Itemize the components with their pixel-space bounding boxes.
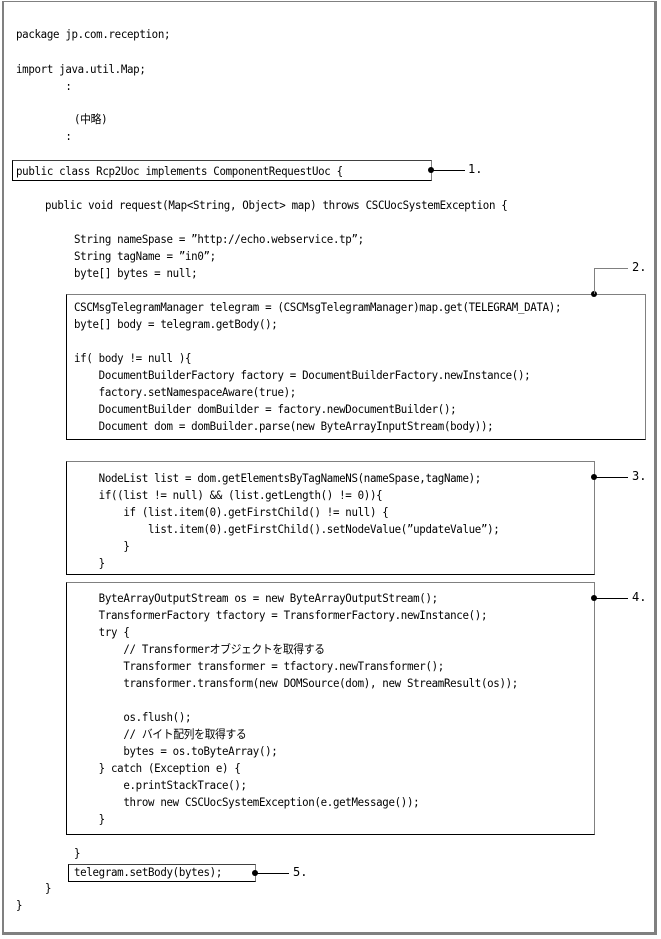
code-line: TransformerFactory tfactory = Transforme… xyxy=(74,608,488,622)
code-line: DocumentBuilder domBuilder = factory.new… xyxy=(74,402,457,416)
code-line: transformer.transform(new DOMSource(dom)… xyxy=(74,676,518,690)
callout-label-1: 1. xyxy=(468,162,483,176)
code-line: Document dom = domBuilder.parse(new Byte… xyxy=(74,419,494,433)
code-comment: // Transformerオブジェクトを取得する xyxy=(74,642,325,656)
callout-line-5 xyxy=(255,873,289,874)
omitted-note: (中略) xyxy=(74,112,108,126)
code-line: } xyxy=(74,812,106,826)
closing-brace: } xyxy=(45,881,52,895)
callout-label-2: 2. xyxy=(632,260,647,274)
callout-label-5: 5. xyxy=(293,865,308,879)
local-var-line: String tagName = ”in0”; xyxy=(74,249,216,263)
code-line: DocumentBuilderFactory factory = Documen… xyxy=(74,368,531,382)
ellipsis-dots: : xyxy=(16,129,72,143)
code-line: list.item(0).getFirstChild().setNodeValu… xyxy=(74,522,500,536)
code-line: e.printStackTrace(); xyxy=(74,778,247,792)
callout-line-1 xyxy=(431,170,465,171)
code-line: ByteArrayOutputStream os = new ByteArray… xyxy=(74,591,438,605)
code-line: NodeList list = dom.getElementsByTagName… xyxy=(74,471,482,485)
code-line: try { xyxy=(74,625,130,639)
code-line: byte[] body = telegram.getBody(); xyxy=(74,317,278,331)
code-line: Transformer transformer = tfactory.newTr… xyxy=(74,659,444,673)
code-line: } xyxy=(74,556,106,570)
code-line: if (list.item(0).getFirstChild() != null… xyxy=(74,505,389,519)
method-declaration: public void request(Map<String, Object> … xyxy=(45,198,508,212)
closing-brace: } xyxy=(74,846,81,860)
code-line: CSCMsgTelegramManager telegram = (CSCMsg… xyxy=(74,300,562,314)
callout-line-3 xyxy=(594,477,628,478)
callout-label-3: 3. xyxy=(632,469,647,483)
callout-box-2 xyxy=(66,294,646,440)
callout-dot-2 xyxy=(591,291,597,297)
ellipsis-dots: : xyxy=(16,79,72,93)
callout-line-2-vertical xyxy=(594,268,595,294)
code-line: throw new CSCUocSystemException(e.getMes… xyxy=(74,795,420,809)
package-line: package jp.com.reception; xyxy=(16,27,171,41)
code-line: if( body != null ){ xyxy=(74,351,192,365)
import-line: import java.util.Map; xyxy=(16,62,146,76)
local-var-line: byte[] bytes = null; xyxy=(74,266,198,280)
callout-box-3 xyxy=(66,461,595,575)
closing-brace: } xyxy=(16,898,23,912)
class-declaration: public class Rcp2Uoc implements Componen… xyxy=(16,164,343,178)
callout-line-4 xyxy=(594,598,628,599)
local-var-line: String nameSpase = ”http://echo.webservi… xyxy=(74,232,364,246)
code-line: os.flush(); xyxy=(74,710,192,724)
callout-line-2-horizontal xyxy=(594,268,628,269)
code-line: if((list != null) && (list.getLength() !… xyxy=(74,488,383,502)
code-comment: // バイト配列を取得する xyxy=(74,727,247,741)
code-line: } xyxy=(74,539,130,553)
callout-box-4 xyxy=(66,582,595,835)
set-body-line: telegram.setBody(bytes); xyxy=(74,865,222,879)
code-line: bytes = os.toByteArray(); xyxy=(74,744,278,758)
code-line: } catch (Exception e) { xyxy=(74,761,241,775)
code-line: factory.setNamespaceAware(true); xyxy=(74,385,297,399)
callout-label-4: 4. xyxy=(632,590,647,604)
